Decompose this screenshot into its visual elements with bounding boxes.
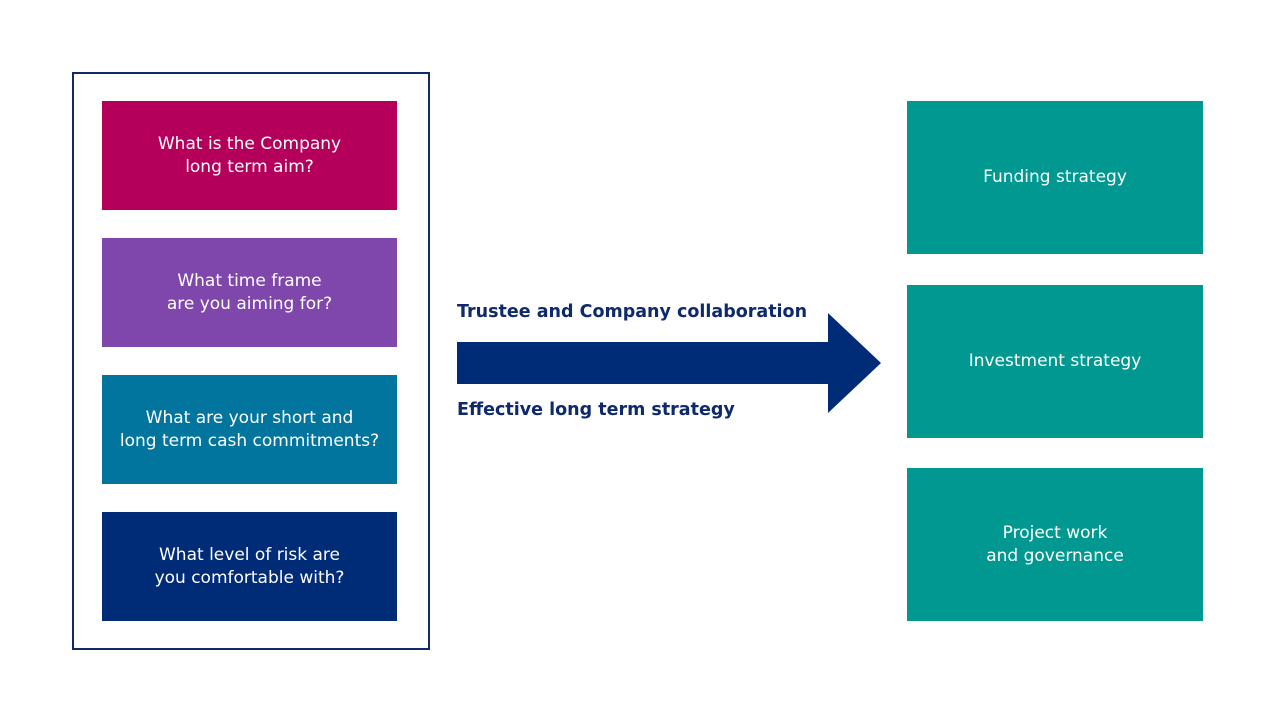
question-box-cash-commitments: What are your short and long term cash c… [102, 375, 397, 484]
question-box-risk-level: What level of risk are you comfortable w… [102, 512, 397, 621]
strategy-box-project-governance: Project work and governance [907, 468, 1203, 621]
right-arrow-icon [457, 313, 881, 413]
arrow-shape [457, 313, 881, 413]
arrow-bottom-label: Effective long term strategy [457, 400, 735, 420]
questions-frame [72, 72, 430, 650]
strategy-box-funding: Funding strategy [907, 101, 1203, 254]
arrow-top-label: Trustee and Company collaboration [457, 302, 808, 322]
strategy-box-investment: Investment strategy [907, 285, 1203, 438]
question-box-time-frame: What time frame are you aiming for? [102, 238, 397, 347]
question-box-long-term-aim: What is the Company long term aim? [102, 101, 397, 210]
